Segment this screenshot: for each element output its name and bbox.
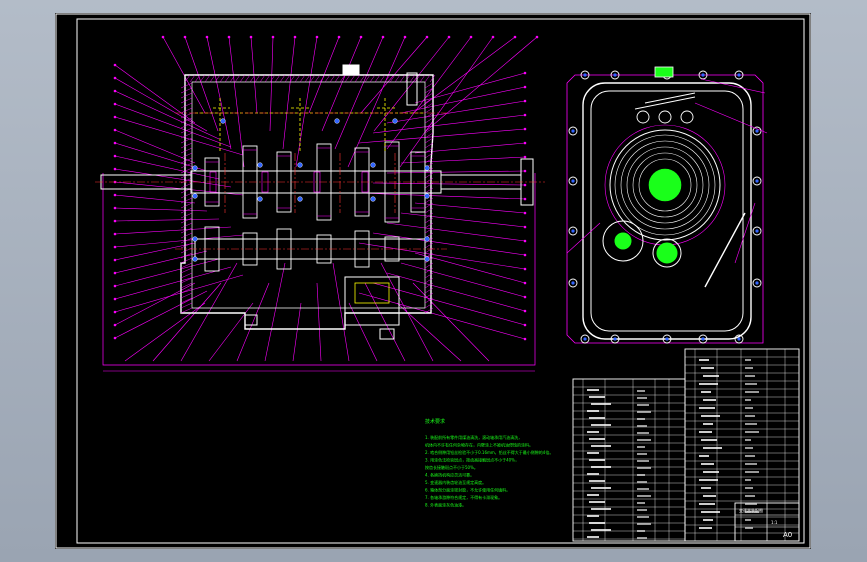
leader-lines-right bbox=[358, 71, 527, 341]
note-line: 5. 变速器内装齿轮油至规定高度。 bbox=[425, 479, 486, 485]
note-line: 按齿长接触斑点不小于50%。 bbox=[425, 464, 478, 470]
dimension-frame bbox=[102, 173, 536, 366]
note-line: 4. 各换挡机构应灵活可靠。 bbox=[425, 472, 474, 478]
breather-top bbox=[654, 66, 674, 78]
section-view bbox=[95, 35, 545, 372]
end-view-outline bbox=[566, 74, 764, 344]
gear-rings bbox=[602, 124, 726, 268]
drawing-scale: 1:1 bbox=[771, 520, 778, 525]
leader-lines-bottom bbox=[124, 262, 490, 362]
note-line: 8. 外表面涂灰色油漆。 bbox=[425, 502, 466, 508]
end-view-leaders bbox=[566, 78, 768, 264]
end-cover-inner bbox=[590, 90, 744, 332]
fork-shaft-bosses bbox=[634, 92, 696, 124]
note-line: 2. 啮合侧隙用铅丝检验不小于0.16mm，铅丝不得大于最小侧隙的4倍。 bbox=[425, 449, 553, 455]
notes-title: 技术要求 bbox=[425, 418, 445, 425]
oil-plug bbox=[379, 328, 395, 340]
leader-lines-top bbox=[161, 35, 539, 168]
technical-requirements: 技术要求 1. 装配前所有零件用煤油清洗，滚动轴承用汽油清洗， 机体内不许有任何… bbox=[425, 418, 553, 508]
outer-border bbox=[55, 13, 811, 549]
note-line: 7. 各轴承游隙符合规定，不得有卡滞现象。 bbox=[425, 494, 502, 500]
drawing-name: 变速器装配图 bbox=[739, 507, 763, 513]
drawing-sheet[interactable]: 技术要求 1. 装配前所有零件用煤油清洗，滚动轴承用汽油清洗， 机体内不许有任何… bbox=[55, 13, 811, 549]
cover-bolts bbox=[568, 70, 762, 344]
drain-plug bbox=[244, 314, 258, 326]
drawing-canvas: 技术要求 1. 装配前所有零件用煤油清洗，滚动轴承用汽油清洗， 机体内不许有任何… bbox=[55, 13, 811, 549]
end-view bbox=[566, 66, 768, 344]
centerlines bbox=[95, 112, 545, 250]
leader-lines-left bbox=[113, 63, 244, 340]
filler-plug bbox=[406, 72, 418, 106]
reverse-idler-gear bbox=[354, 282, 390, 304]
parts-list-table bbox=[572, 348, 800, 542]
note-line: 1. 装配前所有零件用煤油清洗，滚动轴承用汽油清洗， bbox=[425, 434, 522, 440]
breather-cap bbox=[342, 64, 360, 76]
note-line: 机体内不许有任何杂物存在，内壁涂上不被机油侵蚀的涂料。 bbox=[425, 442, 533, 448]
bearings bbox=[192, 118, 430, 262]
inner-border bbox=[76, 18, 805, 544]
note-line: 6. 箱体剖分面涂密封胶，不允许使用任何填料。 bbox=[425, 487, 510, 493]
sheet-size: A0 bbox=[783, 531, 792, 539]
note-line: 3. 用涂色法检验斑点，按齿高接触斑点不小于40%， bbox=[425, 457, 519, 463]
reverse-idler-housing bbox=[344, 276, 400, 326]
dipstick bbox=[704, 212, 746, 288]
title-block: 变速器装配图 1:1 A0 bbox=[734, 502, 800, 542]
